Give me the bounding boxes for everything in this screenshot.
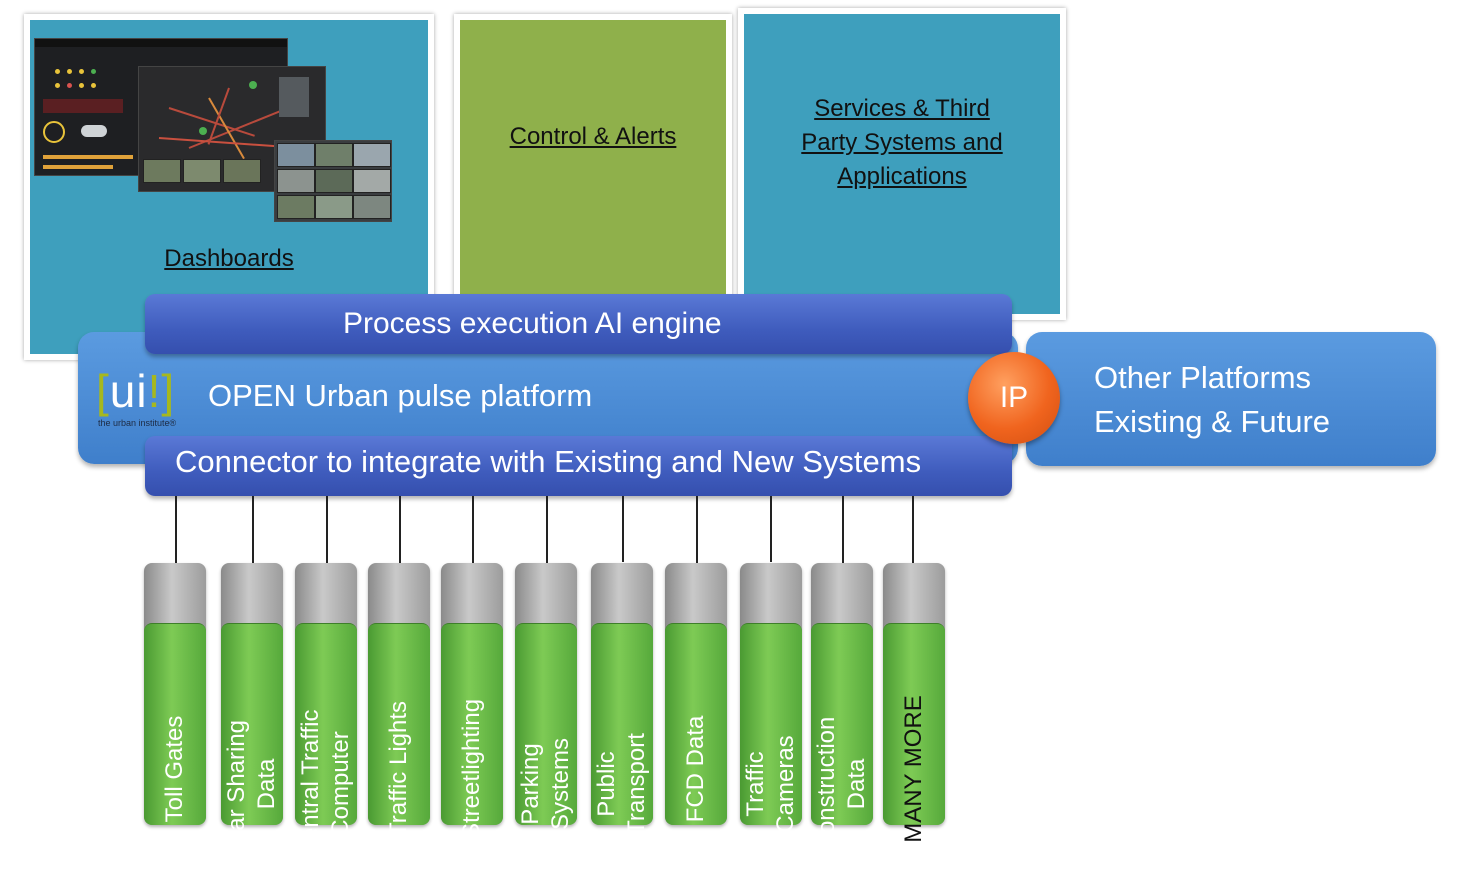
connector-line-fcd [696, 496, 698, 566]
system-public-transport[interactable]: Public Transport [591, 563, 653, 835]
connector-bar: Connector to integrate with Existing and… [145, 436, 1012, 496]
system-label: Public Transport [593, 733, 650, 835]
camera-screenshot [274, 140, 392, 222]
system-label: FCD Data [682, 715, 709, 823]
control-alerts-panel[interactable]: Control & Alerts [454, 14, 732, 316]
system-label: Car Sharing Data [223, 719, 280, 849]
connector-label: Connector to integrate with Existing and… [175, 444, 922, 479]
platform-name: OPEN Urban pulse platform [208, 378, 593, 413]
system-label: Construction Data [813, 716, 870, 852]
system-many-more[interactable]: MANY MORE [883, 563, 945, 843]
connector-line-toll-gates [175, 496, 177, 566]
connector-line-many-more [912, 496, 914, 566]
other-platforms-line-1: Other Platforms [1094, 360, 1312, 395]
system-traffic-cameras[interactable]: Traffic Cameras [740, 563, 802, 833]
connector-line-central-traffic [326, 496, 328, 566]
connector-line-car-sharing [252, 496, 254, 566]
map-screenshot [138, 66, 326, 192]
other-platforms-line-2: Existing & Future [1094, 404, 1331, 439]
process-engine-label: Process execution AI engine [343, 307, 722, 340]
system-label: Central Traffic Computer [297, 709, 354, 859]
services-label-line-2[interactable]: Party Systems and [801, 129, 1003, 156]
system-label: Streetlighting [458, 698, 485, 840]
system-streetlighting[interactable]: Streetlighting [441, 563, 503, 839]
ui-logo-tagline: the urban institute® [98, 418, 177, 428]
connector-line-traffic-lights [399, 496, 401, 566]
connector-line-public-transport [622, 496, 624, 562]
system-traffic-lights[interactable]: Traffic Lights [368, 563, 430, 837]
services-label-line-3[interactable]: Applications [837, 163, 967, 190]
system-construction-data[interactable]: Construction Data [811, 563, 873, 851]
system-label: Parking Systems [517, 738, 574, 831]
connector-line-traffic-cameras [770, 496, 772, 562]
control-alerts-label[interactable]: Control & Alerts [509, 123, 677, 150]
other-platforms-panel: Other Platforms Existing & Future [1026, 332, 1436, 466]
system-label: Toll Gates [161, 715, 188, 823]
system-car-sharing-data[interactable]: Car Sharing Data [221, 563, 283, 848]
system-toll-gates[interactable]: Toll Gates [144, 563, 206, 825]
system-label: Traffic Lights [385, 700, 412, 838]
connector-line-construction [842, 496, 844, 568]
ip-badge: IP [968, 352, 1060, 444]
connector-line-parking [546, 496, 548, 566]
services-label-line-1[interactable]: Services & Third [814, 95, 990, 122]
connector-line-streetlighting [472, 496, 474, 566]
dashboards-panel[interactable]: Dashboards [24, 14, 434, 360]
ui-logo: [ui!] [96, 365, 176, 417]
process-engine-bar: Process execution AI engine [145, 294, 1012, 354]
dashboards-label[interactable]: Dashboards [164, 245, 294, 272]
system-central-traffic-computer[interactable]: Central Traffic Computer [295, 563, 357, 858]
services-panel[interactable]: Services & Third Party Systems and Appli… [738, 8, 1066, 320]
system-fcd-data[interactable]: FCD Data [665, 563, 727, 825]
system-parking-systems[interactable]: Parking Systems [515, 563, 577, 830]
system-label: Traffic Cameras [742, 735, 799, 833]
system-label: MANY MORE [900, 695, 927, 843]
